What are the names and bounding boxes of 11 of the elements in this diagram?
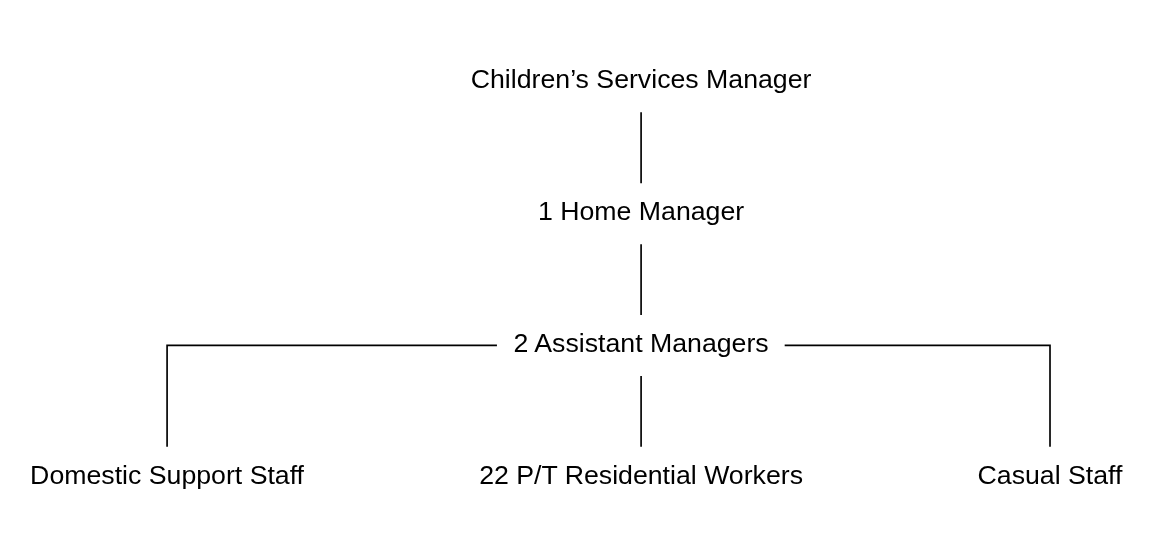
connector — [783, 344, 1051, 448]
node-text: Domestic Support Staff — [30, 459, 305, 490]
connector — [640, 243, 642, 316]
node-text: Children’s Services Manager — [470, 64, 812, 95]
connector — [640, 375, 642, 448]
node-text: Casual Staff — [977, 459, 1123, 490]
connector — [640, 111, 642, 184]
connector — [166, 344, 498, 448]
node-text: 1 Home Manager — [537, 195, 745, 226]
node-text: 22 P/T Residential Workers — [479, 459, 804, 490]
node-text: 2 Assistant Managers — [513, 327, 769, 358]
